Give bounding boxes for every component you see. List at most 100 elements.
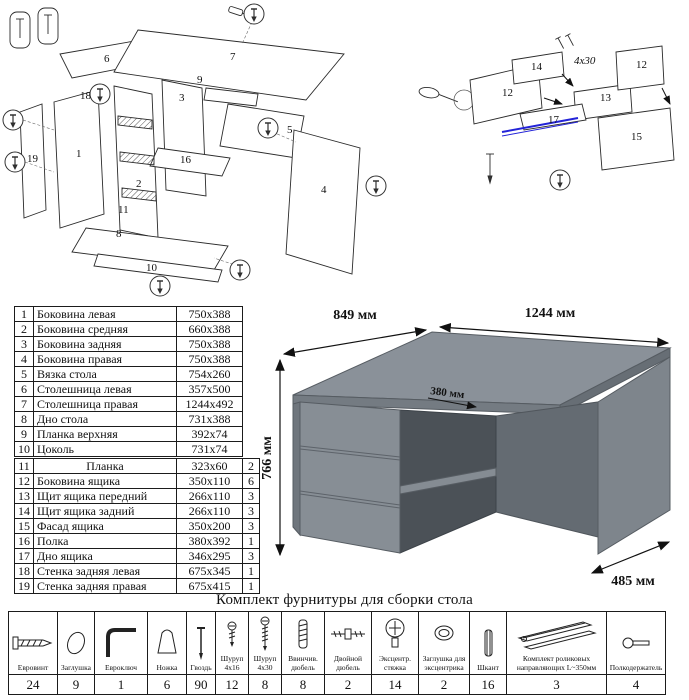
- part-name: Цоколь: [33, 441, 177, 457]
- part-label: 15: [631, 131, 643, 143]
- part-label: 12: [502, 87, 513, 99]
- hardware-qty-row: 24 9 1 6 90 12 8 8 2 14 2 16 3 4: [8, 674, 666, 695]
- screw-in-dowel-icon: [283, 613, 323, 655]
- hardware-kit-title: Комплект фурнитуры для сборки стола: [216, 592, 473, 608]
- part-qty: 1: [242, 533, 260, 549]
- part-qty: 3: [242, 518, 260, 534]
- hw-item-screw-4x16: Шуруп 4x16: [215, 611, 249, 675]
- part-size: 750x388: [176, 336, 243, 352]
- cam-lock-icon: [373, 613, 417, 655]
- hw-item-nail: Гвоздь: [186, 611, 216, 675]
- part-label: 19: [27, 153, 39, 165]
- panel-top-right: [113, 29, 345, 101]
- part-qty: 3: [242, 503, 260, 519]
- part-size: 323x60: [176, 458, 243, 474]
- hw-item-label: Евроключ: [104, 662, 138, 672]
- part-name: Боковина средняя: [33, 321, 177, 337]
- part-label: 5: [287, 124, 293, 136]
- hw-item-label: Ввинчив. дюбель: [288, 654, 318, 672]
- part-size: 731x74: [176, 441, 243, 457]
- screw-icon: [217, 613, 247, 655]
- double-dowel-icon: [326, 613, 370, 655]
- hw-item-double-dowel: Двойной дюбель: [324, 611, 372, 675]
- part-name: Дно стола: [33, 411, 177, 427]
- cap-icon: [59, 622, 93, 664]
- part-name: Планка верхняя: [33, 426, 177, 442]
- hw-item-label: Ножка: [156, 662, 178, 672]
- part-num: 19: [14, 578, 34, 594]
- dim-1244: 1244 мм: [525, 306, 576, 321]
- drawer-runner: [501, 117, 579, 137]
- part-name: Боковина правая: [33, 351, 177, 367]
- hw-item-label: Шуруп 4x30: [253, 654, 277, 672]
- part-qty: 1: [242, 578, 260, 594]
- hardware-items-row: Евровинт Заглушка Евроключ Ножка: [8, 611, 666, 675]
- hw-item-dowel-pin: Шкант: [469, 611, 507, 675]
- part-num: 3: [14, 336, 34, 352]
- part-size: 392x74: [176, 426, 243, 442]
- hw-item-label: Шуруп 4x16: [220, 654, 244, 672]
- part-num: 10: [14, 441, 34, 457]
- drawer-slides-icon: [508, 613, 605, 655]
- part-size: 266x110: [176, 503, 243, 519]
- part-num: 7: [14, 396, 34, 412]
- hw-item-qty: 16: [469, 674, 507, 695]
- part-size: 750x388: [176, 351, 243, 367]
- confirmat-screw-icon: [10, 622, 56, 664]
- part-label: 4: [321, 184, 327, 196]
- hw-item-shelf-support: Полкодержатель: [606, 611, 666, 675]
- part-label: 18: [80, 90, 92, 102]
- dim-766: 766 мм: [260, 436, 275, 480]
- hw-item-qty: 4: [606, 674, 666, 695]
- part-num: 1: [14, 306, 34, 322]
- desk-end-panel: [597, 356, 671, 555]
- exploded-desk-diagram: 6 7 18 19 1 2 3 16 9 10 5 11 8 4: [2, 3, 387, 297]
- panel-back-left: [19, 103, 47, 219]
- desk-back-panel: [495, 401, 599, 538]
- hw-item-label: Заглушка: [61, 662, 91, 672]
- part-num: 11: [14, 458, 34, 474]
- part-size: 266x110: [176, 488, 243, 504]
- part-label: 6: [104, 53, 110, 65]
- panel-side-left: [53, 89, 105, 229]
- hw-item-eurovint: Евровинт: [8, 611, 58, 675]
- part-name: Боковина левая: [33, 306, 177, 322]
- hw-item-label: Эксцентр. стяжка: [378, 654, 412, 672]
- part-qty: 1: [242, 563, 260, 579]
- drawer-side-right: [615, 45, 665, 91]
- hw-item-qty: 2: [324, 674, 372, 695]
- hw-item-qty: 2: [418, 674, 470, 695]
- hw-item-eurokey: Евроключ: [94, 611, 148, 675]
- part-name: Фасад ящика: [33, 518, 177, 534]
- part-num: 2: [14, 321, 34, 337]
- panel-plinth: [93, 253, 223, 283]
- part-size: 754x260: [176, 366, 243, 382]
- hw-item-cam-lock: Эксцентр. стяжка: [371, 611, 419, 675]
- part-num: 13: [14, 488, 34, 504]
- part-label: 12: [636, 59, 647, 71]
- part-num: 4: [14, 351, 34, 367]
- desk-render: 849 мм 1244 мм 766 мм 380 мм 485 мм: [260, 306, 672, 589]
- part-qty: 3: [242, 548, 260, 564]
- part-qty: 6: [242, 473, 260, 489]
- part-label: 2: [136, 178, 142, 190]
- hw-item-qty: 9: [57, 674, 95, 695]
- part-qty: 2: [242, 458, 260, 474]
- part-size: 731x388: [176, 411, 243, 427]
- part-num: 6: [14, 381, 34, 397]
- desk-body: [292, 331, 672, 555]
- drawer-bottom: [519, 103, 587, 131]
- screw-icon: [250, 613, 280, 655]
- part-name: Вязка стола: [33, 366, 177, 382]
- hw-item-label: Двойной дюбель: [333, 654, 363, 672]
